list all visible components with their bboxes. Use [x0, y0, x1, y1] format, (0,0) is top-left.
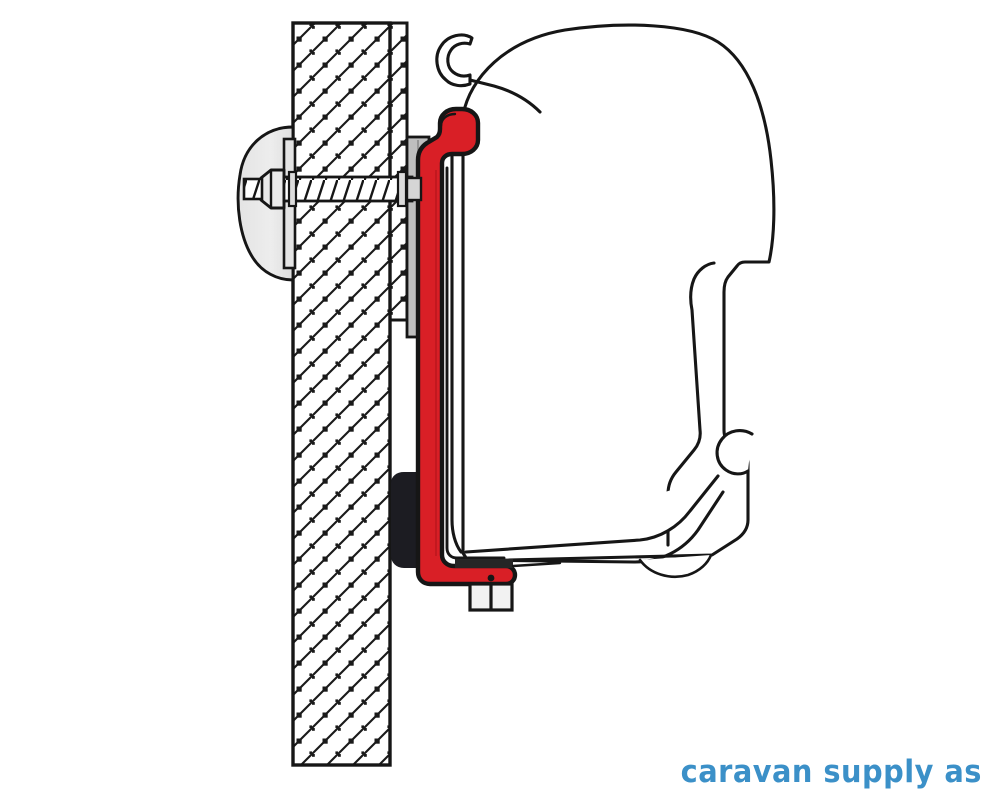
- rod-wall-washer-right: [396, 170, 408, 208]
- hex-nut: [259, 168, 286, 210]
- foot-arm-contact-line: [511, 561, 562, 568]
- bracket-inner-rail-line: [445, 166, 506, 560]
- awning-case-outline: [461, 23, 776, 563]
- wall-assembly: [291, 21, 409, 767]
- bracket-hook-inner-line: [439, 112, 457, 128]
- wall-panel: [291, 21, 392, 767]
- hook-connector-line: [468, 78, 542, 114]
- rod-wall-washer-left: [287, 170, 298, 208]
- awning-inner-profile: [666, 261, 716, 547]
- brand-logo: caravan supply as: [680, 754, 982, 790]
- awning-lower-arm: [464, 474, 720, 554]
- arm-underside-bulge: [638, 553, 713, 579]
- through-bolt-assembly: [236, 125, 423, 282]
- cassette-front-inner-line: [450, 111, 463, 554]
- roller-recess-arc: [715, 429, 754, 476]
- bracket-foot-seat: [455, 559, 513, 568]
- foot-bolt-group: [455, 559, 514, 612]
- awning-case-group: [435, 23, 776, 579]
- threaded-rod-body: [282, 175, 414, 203]
- threaded-rod-tip: [405, 176, 423, 202]
- awning-lower-arm-edge: [464, 490, 725, 564]
- bolt-end-stub: [242, 177, 264, 201]
- awning-hook-rail: [435, 33, 474, 88]
- foot-bolt-axis-dot: [487, 574, 495, 582]
